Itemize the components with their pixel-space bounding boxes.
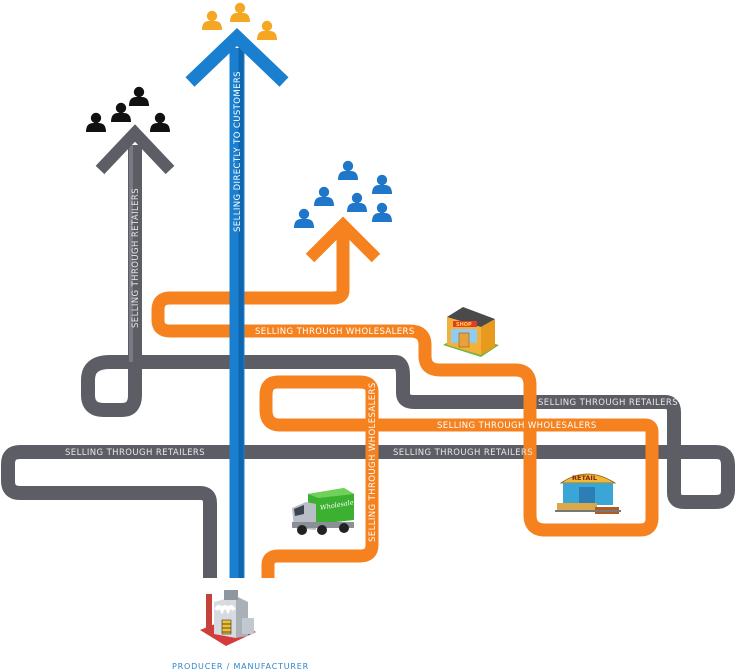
customers-retailers-icon: [86, 86, 170, 132]
wholesalers-arrowhead: [305, 216, 381, 263]
shop-sign: SHOP: [456, 322, 472, 328]
wholesalers-path-upper: [151, 232, 659, 537]
shop-icon: SHOP: [443, 307, 499, 357]
retail-sign: RETAIL: [572, 474, 597, 482]
producer-label: PRODUCER / MANUFACTURER: [172, 662, 309, 671]
wholesalers-channel: [151, 216, 659, 578]
label-retailers-vertical: SELLING THROUGH RETAILERS: [131, 188, 141, 328]
label-direct: SELLING DIRECTLY TO CUSTOMERS: [233, 71, 243, 232]
label-retailers-middle: SELLING THROUGH RETAILERS: [393, 448, 533, 458]
retailers-path-upper: [81, 145, 735, 509]
retail-store-icon: RETAIL: [555, 473, 621, 514]
retailers-arrowhead: [95, 124, 175, 175]
label-wholesalers-upper: SELLING THROUGH WHOLESALERS: [255, 327, 415, 337]
wholesale-truck-icon: Wholesale: [292, 488, 354, 535]
retailers-path-lower: [1, 445, 700, 578]
direct-arrowhead: [185, 28, 289, 87]
label-wholesalers-vertical: SELLING THROUGH WHOLESALERS: [368, 382, 378, 542]
wholesalers-path-lower: [259, 375, 379, 578]
factory-icon: [200, 590, 256, 646]
label-retailers-right: SELLING THROUGH RETAILERS: [538, 398, 678, 408]
label-wholesalers-lower: SELLING THROUGH WHOLESALERS: [437, 421, 597, 431]
label-retailers-left: SELLING THROUGH RETAILERS: [65, 448, 205, 458]
retailers-channel: [1, 124, 735, 578]
direct-channel: [185, 28, 289, 578]
